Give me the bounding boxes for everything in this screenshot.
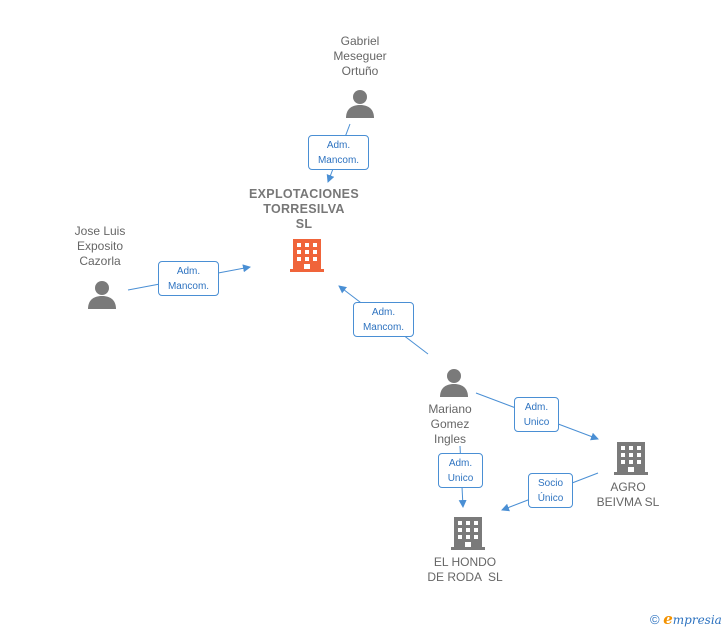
- edge-label-mariano-explotaciones[interactable]: Adm. Mancom.: [353, 302, 414, 337]
- edge-label-line2: Mancom.: [362, 322, 405, 333]
- edge-label-agro-hondo[interactable]: Socio Único: [528, 473, 573, 508]
- edge-label-line1: Socio: [537, 478, 563, 489]
- node-label-jose: Jose Luis Exposito Cazorla: [74, 224, 126, 268]
- edge-label-line1: Adm.: [326, 140, 351, 151]
- node-label-agro: AGRO BEIVMA SL: [596, 480, 660, 509]
- node-label-mariano: Mariano Gomez Ingles: [428, 402, 472, 446]
- edge-label-line2: Mancom.: [167, 281, 210, 292]
- copyright-notice: © empresia: [650, 610, 722, 628]
- edge-label-jose-explotaciones[interactable]: Adm. Mancom.: [158, 261, 219, 296]
- edge-label-mariano-agro[interactable]: Adm. Unico: [514, 397, 559, 432]
- building-icon[interactable]: [290, 237, 324, 278]
- person-icon[interactable]: [439, 367, 469, 402]
- edge-label-line1: Adm.: [448, 458, 473, 469]
- node-label-gabriel: Gabriel Meseguer Ortuño: [333, 34, 387, 78]
- brand-logo: empresia: [663, 610, 722, 628]
- edge-label-line2: Mancom.: [317, 155, 360, 166]
- edge-label-line1: Adm.: [524, 402, 549, 413]
- person-icon[interactable]: [345, 88, 375, 123]
- node-label-explotaciones: EXPLOTACIONES TORRESILVA SL: [249, 187, 359, 231]
- edge-label-mariano-hondo[interactable]: Adm. Unico: [438, 453, 483, 488]
- copyright-icon: ©: [650, 612, 660, 627]
- node-label-hondo: EL HONDO DE RODA SL: [427, 555, 503, 584]
- edge-label-line2: Unico: [447, 473, 474, 484]
- person-icon[interactable]: [87, 279, 117, 314]
- edge-label-line1: Adm.: [371, 307, 396, 318]
- edge-label-line2: Único: [537, 493, 564, 504]
- edge-label-gabriel-explotaciones[interactable]: Adm. Mancom.: [308, 135, 369, 170]
- edge-label-line2: Unico: [523, 417, 550, 428]
- building-icon[interactable]: [451, 515, 485, 556]
- edge-label-line1: Adm.: [176, 266, 201, 277]
- building-icon[interactable]: [614, 440, 648, 481]
